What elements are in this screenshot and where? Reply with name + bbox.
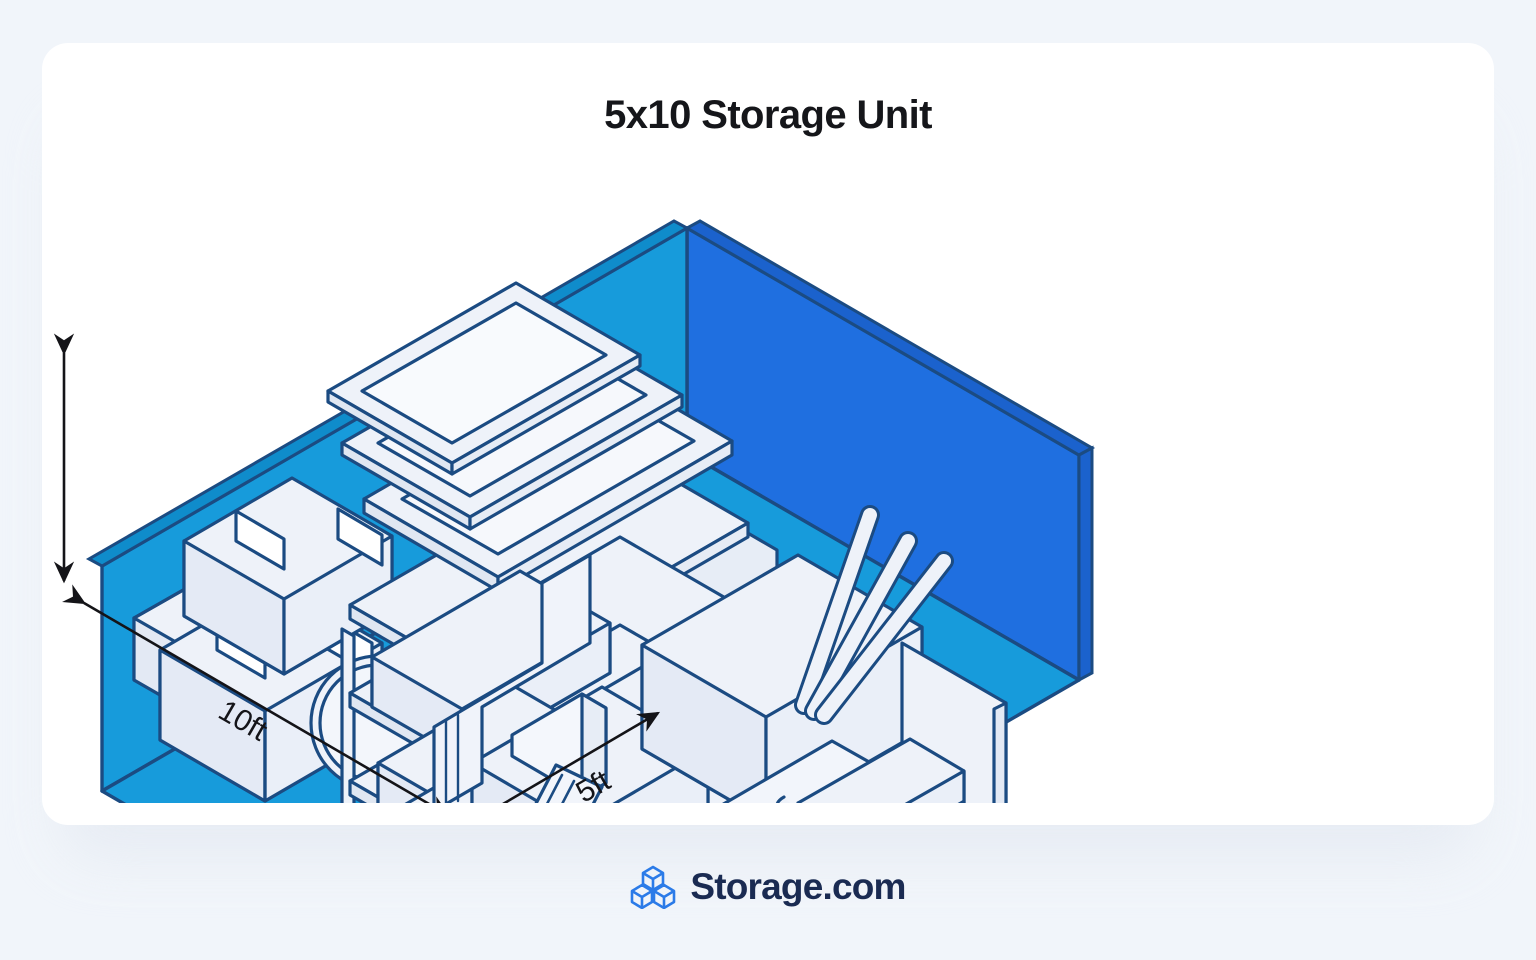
back-wall-right-edge — [1077, 445, 1094, 683]
content-card: 5x10 Storage Unit — [42, 43, 1494, 825]
length-arrow — [62, 584, 451, 803]
framed-pictures — [326, 281, 734, 593]
wooden-poles — [794, 505, 954, 725]
rolled-rugs — [775, 737, 966, 803]
depth-arrow — [452, 711, 661, 803]
three-cubes-icon — [631, 865, 676, 909]
footer-brand: Storage.com — [0, 865, 1536, 909]
storage-unit-illustration: 8ft 10ft 5ft — [53, 219, 1096, 803]
brand-name: Storage.com — [690, 866, 906, 907]
page-title: 5x10 Storage Unit — [604, 93, 932, 137]
